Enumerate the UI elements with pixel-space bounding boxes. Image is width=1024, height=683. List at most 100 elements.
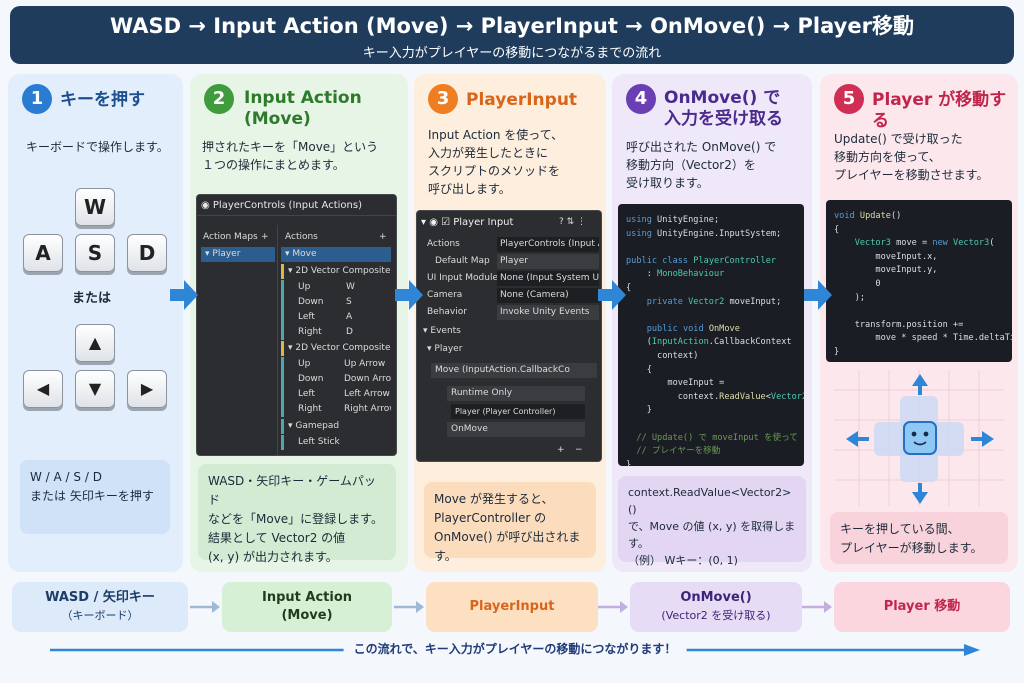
flow-arrow-icon (802, 601, 832, 613)
step-3-note: Move が発生すると、 PlayerController の OnMove()… (424, 482, 596, 563)
arrow-right-icon (804, 280, 832, 310)
step-2-panel: 2 Input Action (Move) 押されたキーを「Move」という １… (190, 74, 408, 572)
add-action-button[interactable]: + (379, 232, 387, 242)
code-line: : MonoBehaviour (626, 269, 725, 280)
code-line: 0 (834, 278, 881, 289)
binding-row[interactable]: Left Stick (281, 435, 391, 450)
code-line: moveInput.y, (834, 265, 938, 276)
add-listener-button[interactable]: + (557, 445, 565, 455)
step-4-note: context.ReadValue<Vector2>() で、Move の値 (… (618, 476, 806, 572)
code-line: } (626, 405, 652, 416)
step-4-number: 4 (626, 84, 656, 114)
gamepad-group[interactable]: ▾ Gamepad (281, 419, 391, 434)
behavior-dropdown[interactable]: Invoke Unity Events (497, 305, 599, 320)
code-line: moveInput = (626, 378, 725, 389)
code-line: // プレイヤーを移動 (626, 446, 721, 457)
code-line: { (834, 224, 840, 235)
code-line: transform.position += (834, 319, 964, 330)
component-menu-icon[interactable]: ? ⇅ ⋮ (559, 217, 587, 227)
code-line: } (626, 459, 632, 466)
map-player[interactable]: ▾ Player (201, 247, 275, 262)
code-line (834, 305, 1004, 319)
step-2-desc: 押されたキーを「Move」という １つの操作にまとめます。 (202, 140, 379, 172)
page-title: WASD → Input Action (Move) → PlayerInput… (110, 14, 914, 38)
expand-icon: ▾ (288, 266, 296, 276)
flow-arrow-icon (394, 601, 424, 613)
remove-listener-button[interactable]: − (575, 445, 583, 455)
composite-2[interactable]: ▾ 2D Vector Composite (281, 341, 391, 356)
player-move-illustration (834, 370, 1004, 506)
prop-label: Camera (427, 290, 463, 300)
flow-step-player-move: Player 移動 (834, 582, 1010, 632)
input-actions-window: ◉ PlayerControls (Input Actions) Action … (196, 194, 397, 456)
prop-label: Actions (427, 239, 460, 249)
target-object-field[interactable]: Player (Player Controller) (451, 404, 585, 419)
code-line: private Vector2 moveInput; (646, 296, 782, 307)
code-line: moveInput.x, (834, 251, 938, 262)
step-1-note: W / A / S / D または 矢印キーを押す (20, 460, 170, 534)
code-line (626, 241, 796, 255)
input-actions-title: ◉ PlayerControls (Input Actions) (201, 200, 362, 211)
step-5-note: キーを押している間、 プレイヤーが移動します。 (830, 512, 1008, 564)
arrow-right-icon (598, 280, 626, 310)
ui-module-field[interactable]: None (Input System UI In (497, 271, 599, 286)
player-foldout[interactable]: ▾ Player (427, 344, 463, 354)
update-code: void Update(){ Vector3 move = new Vector… (826, 200, 1012, 362)
prop-label: Default Map (435, 256, 490, 266)
camera-field[interactable]: None (Camera) (497, 288, 599, 303)
prop-label: UI Input Module (427, 273, 498, 283)
step-3-number: 3 (428, 84, 458, 114)
action-move[interactable]: ▾ Move (281, 247, 391, 262)
key-w: W (75, 188, 115, 226)
move-direction-arrows (846, 374, 994, 504)
events-foldout[interactable]: ▾ Events (423, 326, 461, 336)
code-line: { (626, 282, 632, 293)
player-controller-code: using UnityEngine;using UnityEngine.Inpu… (618, 204, 804, 466)
arrow-right-icon (395, 280, 423, 310)
code-line: } (834, 346, 840, 357)
expand-icon: ▾ (205, 249, 213, 259)
default-map-dropdown[interactable]: Player (497, 254, 599, 269)
flow-step-onmove: OnMove()(Vector2 を受け取る) (630, 582, 802, 632)
expand-icon: ▾ (423, 326, 431, 336)
expand-icon: ▾ (288, 343, 296, 353)
header: WASD → Input Action (Move) → PlayerInput… (10, 6, 1014, 64)
flow-step-player-input: PlayerInput (426, 582, 598, 632)
add-map-button[interactable]: + (261, 232, 269, 242)
step-3-title: PlayerInput (466, 90, 578, 110)
step-3-desc: Input Action を使って、 入力が発生したときに スクリプトのメソッド… (428, 128, 564, 196)
step-5-number: 5 (834, 84, 864, 114)
actions-field[interactable]: PlayerControls (Input Act (497, 237, 599, 252)
flow-step-input-action: Input Action(Move) (222, 582, 392, 632)
footer-line: この流れで、キー入力がプレイヤーの移動につながります！ (50, 640, 980, 660)
actions-header: Actions (285, 232, 318, 242)
flow-arrow-icon (190, 601, 220, 613)
expand-icon: ▾ (285, 249, 293, 259)
flow-arrow-icon (598, 601, 628, 613)
step-2-number: 2 (204, 84, 234, 114)
code-line: { (626, 364, 652, 375)
code-line: void Update() (834, 211, 902, 221)
step-5-title: Player が移動する (872, 90, 1007, 131)
page-subtitle: キー入力がプレイヤーの移動につながるまでの流れ (362, 46, 662, 61)
arrow-up-key-icon: ▲ (75, 324, 115, 362)
prop-label: Behavior (427, 307, 467, 317)
method-dropdown[interactable]: OnMove (447, 422, 585, 437)
code-line: ); (834, 292, 866, 303)
expand-icon: ▾ (427, 344, 435, 354)
arrow-down-key-icon: ▼ (75, 370, 115, 408)
code-line: using UnityEngine; (626, 215, 720, 225)
step-1-panel: 1 キーを押す キーボードで操作します。 W A S D または ▲ ◀ ▼ ▶… (8, 74, 183, 572)
component-header: ▾ ◉ ☑ Player Input (421, 217, 514, 228)
composite-1[interactable]: ▾ 2D Vector Composite (281, 264, 391, 279)
runtime-dropdown[interactable]: Runtime Only (447, 386, 585, 401)
or-label: または (72, 291, 112, 306)
